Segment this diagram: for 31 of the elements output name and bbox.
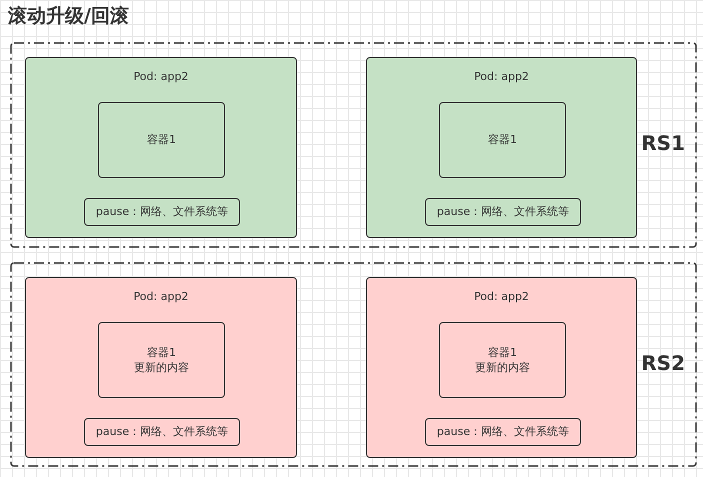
replica-set-group bbox=[10, 42, 697, 248]
container-label: pause：网络、文件系统等 bbox=[96, 424, 228, 440]
pod-label: Pod: app2 bbox=[132, 290, 190, 303]
replica-set-group bbox=[10, 262, 697, 467]
container-label: 容器1 bbox=[147, 344, 176, 360]
container-label: 更新的内容 bbox=[134, 360, 189, 376]
pod-label: Pod: app2 bbox=[132, 70, 190, 83]
container-label: pause：网络、文件系统等 bbox=[96, 204, 228, 220]
container-label: pause：网络、文件系统等 bbox=[436, 204, 570, 220]
pause-box bbox=[439, 322, 566, 398]
container-box bbox=[425, 418, 581, 446]
group-label: RS1 bbox=[641, 131, 685, 155]
container-label: 容器1 bbox=[147, 132, 176, 148]
group-label: RS2 bbox=[641, 350, 685, 374]
container-label: 更新的内容 bbox=[475, 360, 530, 376]
pod-box bbox=[366, 57, 637, 238]
pod-box bbox=[366, 277, 637, 458]
container-label: 容器1 bbox=[488, 344, 517, 360]
container-box bbox=[439, 102, 566, 178]
pause-box bbox=[84, 198, 240, 226]
container-box bbox=[98, 102, 225, 178]
pod-box bbox=[25, 57, 297, 238]
pause-box bbox=[98, 322, 225, 398]
diagram-title: 滚动升级/回滚 bbox=[8, 4, 129, 29]
pod-label: Pod: app2 bbox=[473, 290, 530, 303]
container-box bbox=[84, 418, 240, 446]
pause-box bbox=[425, 198, 581, 226]
pod-box bbox=[25, 277, 297, 458]
container-label: 容器1 bbox=[488, 132, 517, 148]
container-label: pause：网络、文件系统等 bbox=[436, 424, 570, 440]
pod-label: Pod: app2 bbox=[473, 70, 530, 83]
